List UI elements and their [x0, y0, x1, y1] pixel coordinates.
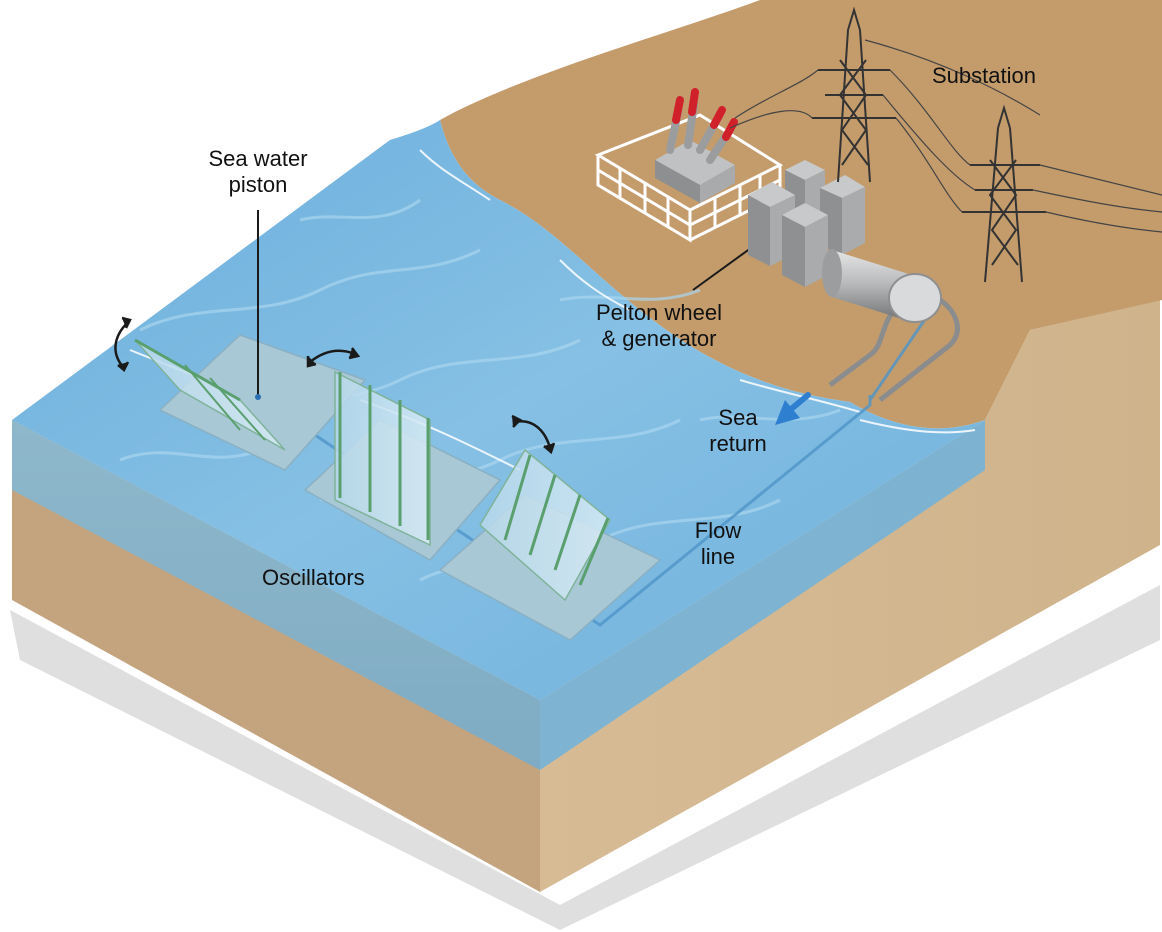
generator-cylinder	[822, 249, 942, 323]
water-side-face	[540, 420, 985, 770]
block-shadow	[10, 585, 1160, 930]
label-flow-line: Flow line	[680, 518, 756, 570]
label-sea-water-piston: Sea water piston	[190, 146, 326, 198]
label-oscillators-text: Oscillators	[262, 565, 365, 590]
curved-arrow-icon	[306, 347, 361, 368]
curved-arrow-icon	[511, 414, 556, 455]
label-flow-line-1: Flow	[694, 518, 742, 543]
label-flow-line-2: line	[700, 544, 736, 569]
label-pelton-wheel: Pelton wheel & generator	[580, 300, 738, 352]
label-sea-return: Sea return	[700, 405, 776, 457]
label-piston-line-1: Sea water	[208, 146, 308, 171]
label-pelton-line-1: Pelton wheel	[596, 300, 722, 325]
transmission-tower-icon	[812, 6, 896, 183]
water-front-face	[12, 420, 540, 770]
label-sea-return-line-2: return	[709, 431, 767, 456]
generator-pipe	[878, 297, 960, 402]
power-lines	[729, 39, 1162, 233]
label-oscillators: Oscillators	[262, 565, 365, 591]
transmission-tower-icon	[962, 104, 1046, 283]
label-pelton-line-2: & generator	[601, 326, 717, 351]
sand-block-side	[540, 300, 1160, 892]
label-sea-return-line-1: Sea	[718, 405, 758, 430]
label-substation: Substation	[932, 63, 1036, 89]
pelton-generator-building	[748, 160, 865, 287]
oscillator-panel-2	[334, 370, 431, 547]
sea-return-arrow-icon	[775, 392, 811, 425]
label-piston-line-2: piston	[228, 172, 288, 197]
water-surface	[12, 120, 985, 700]
label-substation-text: Substation	[932, 63, 1036, 88]
oscillator-panel-3	[479, 448, 611, 602]
curved-arrow-icon	[114, 316, 132, 372]
transformer	[655, 88, 738, 203]
oscillator-base-1	[158, 334, 367, 471]
piston-marker	[255, 394, 261, 400]
